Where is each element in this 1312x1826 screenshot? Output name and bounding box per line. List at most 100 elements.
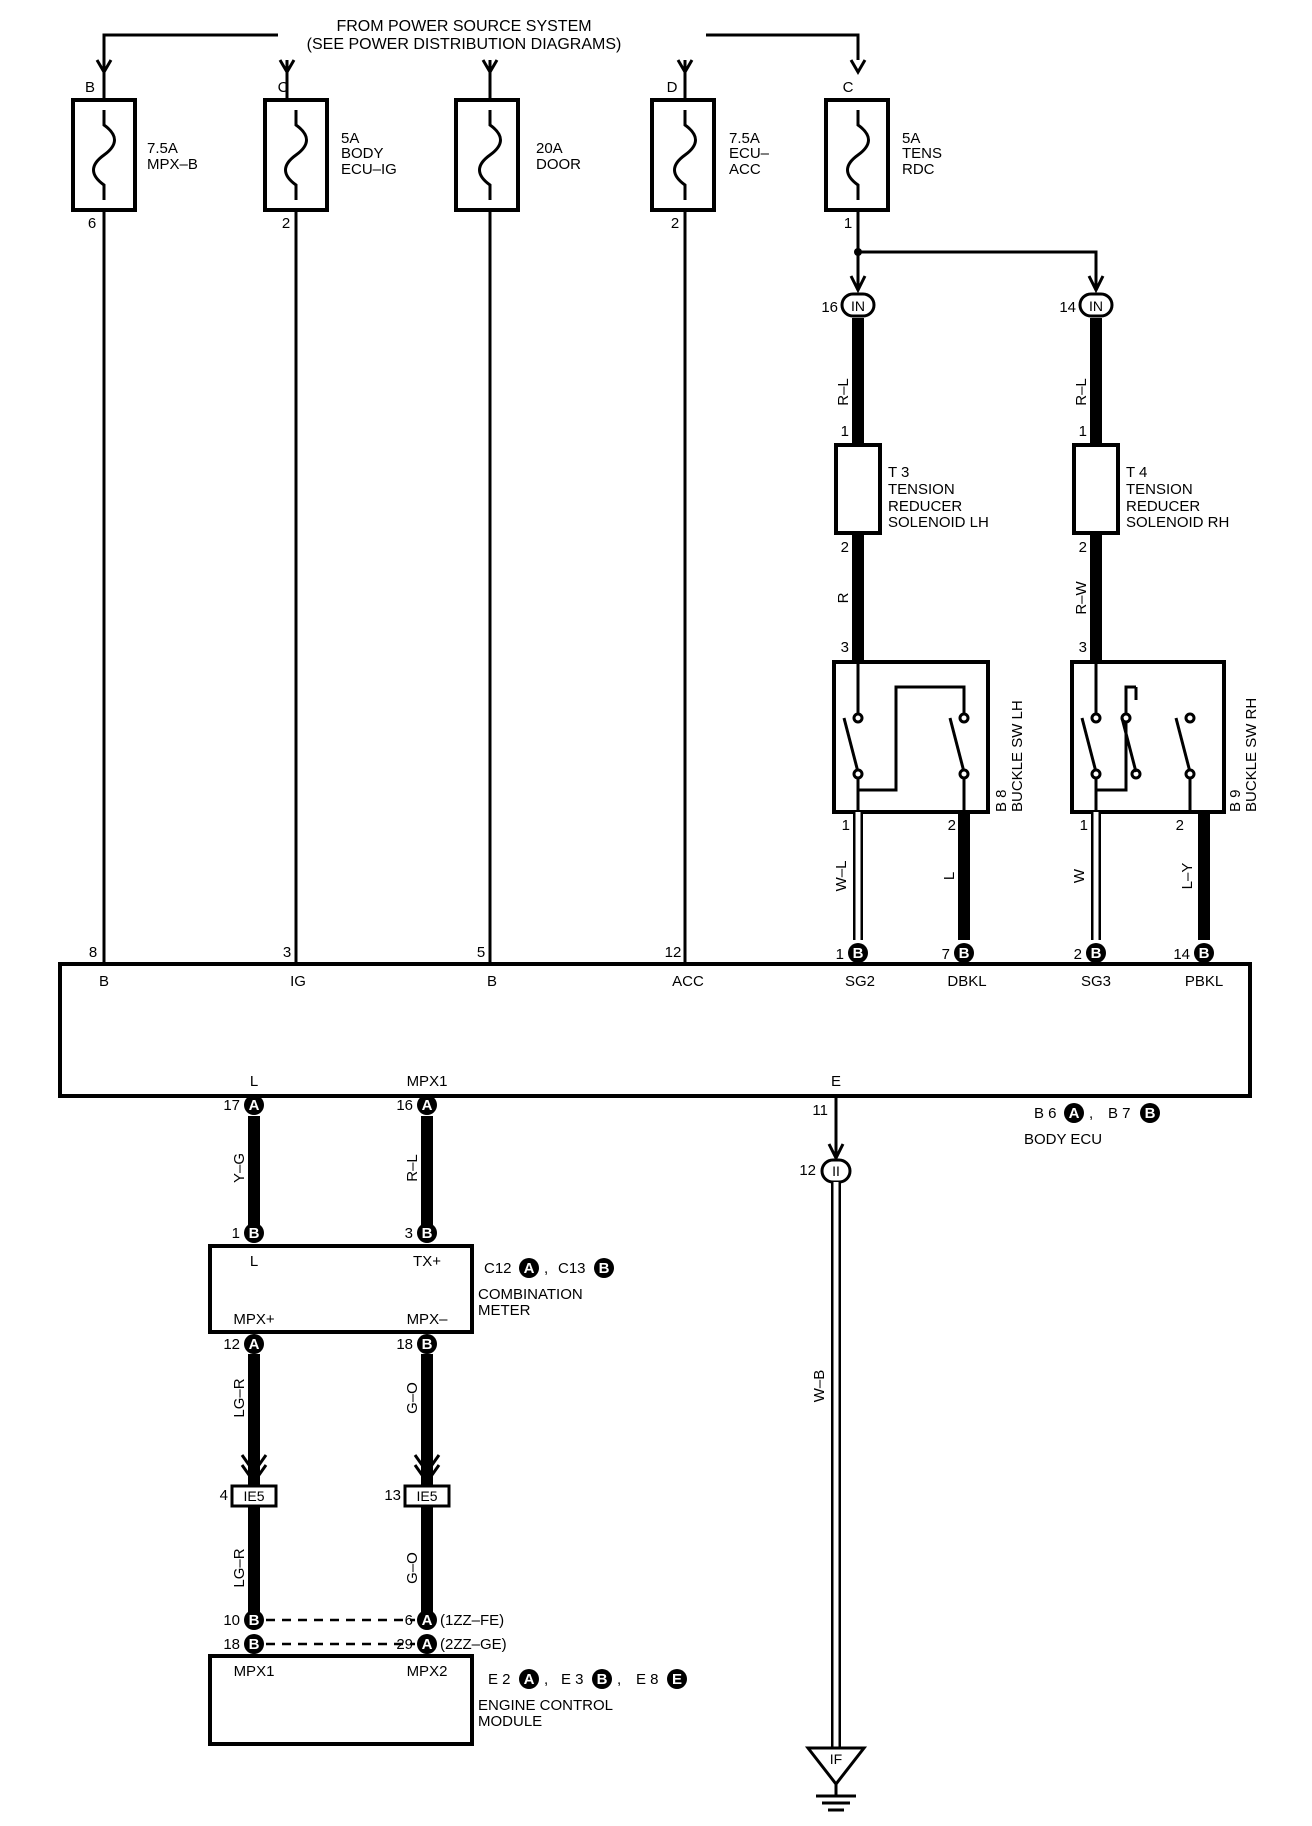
ground-path: 12 II W–B IF [799,1096,868,1812]
body-ecu: 8 B 3 IG 5 B 12 ACC 1 B SG2 7 B DBKL 2 B… [58,943,1252,1148]
ecm-reference: E 2 A , E 3 B , E 8 E ENGINE CONTROL MOD… [478,1669,687,1730]
meter-box [208,1244,474,1334]
tens-rdc-branch [849,210,1105,294]
connector-label: IE5 [243,1488,264,1504]
solenoid-pin-bottom: 2 [1079,539,1087,556]
connector-badge: A [249,1336,260,1353]
connector-badge: A [422,1612,433,1629]
fuse-name: TENS [902,145,942,162]
ecu-pin-label: ACC [672,973,704,990]
separator: , [544,1260,548,1277]
ref-code: C12 [484,1260,512,1277]
separator: , [617,1671,621,1688]
combination-meter: 1 B 3 B L TX+ MPX+ MPX– 12 A 18 B C12 A … [208,1223,614,1354]
component-name: BODY ECU [1024,1131,1102,1148]
solenoid-line2: REDUCER [888,498,962,515]
component-name-2: MODULE [478,1713,542,1730]
fuse-body-ecu-ig: C 2 5A BODY ECU–IG [263,60,397,232]
header-line1: FROM POWER SOURCE SYSTEM [336,18,591,35]
ecu-pin-label: MPX1 [407,1073,448,1090]
ecu-pin-label: B [487,973,497,990]
fuse-body [454,98,520,212]
connector-badge: B [959,945,970,962]
pin-number: 14 [1173,946,1190,963]
connector-badge: B [249,1636,260,1653]
solenoid-body [834,443,882,535]
separator: , [1089,1105,1093,1122]
connector-badge: A [249,1097,260,1114]
ecu-pin-label: IG [290,973,306,990]
wire-color-l: L [941,872,958,880]
wire-color-rl-rh: R–L [1073,378,1090,406]
wire-color-rw-rh: R–W [1073,580,1090,614]
ecm-pin-label: MPX2 [407,1663,448,1680]
pin-number: 1 [232,1225,240,1242]
meter-reference: C12 A , C13 B COMBINATION METER [478,1258,614,1319]
fuse-name-2: ACC [729,161,761,178]
fuse-icon [673,110,697,200]
connector-badge: B [597,1671,608,1688]
ecu-pin-pbkl: 14 B PBKL [1173,943,1223,990]
meter-pin-label: MPX– [407,1311,449,1328]
ground-label: IF [830,1751,842,1767]
header-line2: (SEE POWER DISTRIBUTION DIAGRAMS) [307,36,622,53]
wire-color-rl-mpx: R–L [404,1154,421,1182]
ecm-pin-29: 29 A (2ZZ–GE) [396,1634,507,1654]
connector-badge: B [1145,1105,1156,1122]
ecu-pin: 12 [665,944,682,961]
connector-pin: 16 [821,299,838,316]
ref-code: C13 [558,1260,586,1277]
buckle-pin-right: 2 [1176,817,1184,834]
meter-pin-l: 1 B [232,1223,264,1243]
connector-pin: 14 [1059,299,1076,316]
fuse-top-pin: D [667,79,678,96]
ecu-pin-l: 17 A [223,1095,264,1115]
pin-number: 1 [836,946,844,963]
wire-color-go-1: G–O [404,1382,421,1414]
feed-line-left [102,33,278,60]
ref-code: E 2 [488,1671,511,1688]
separator: , [544,1671,548,1688]
wire-color-yg: Y–G [231,1153,248,1183]
buckle-output-wires: W–L L W L–Y [833,812,1210,940]
wire-color-lgr-2: LG–R [231,1548,248,1587]
pin-number: 29 [396,1636,413,1653]
ecu-pin-label: L [250,1073,258,1090]
wire-color-wl: W–L [833,861,850,892]
pin-label: PBKL [1185,973,1223,990]
buckle-id: B 8 [993,789,1010,812]
connector-ii: 12 II [799,1158,852,1184]
ecu-pin-e: 11 [812,1102,828,1119]
pin-number: 3 [405,1225,413,1242]
buckle-switch-lh: 3 1 2 B 8 BUCKLE SW LH [832,639,1026,834]
solenoid-line2: REDUCER [1126,498,1200,515]
buckle-pin-top: 3 [841,639,849,656]
component-name-2: METER [478,1302,531,1319]
pin-number: 6 [405,1612,413,1629]
ecu-pin-label: E [831,1073,841,1090]
pin-number: 18 [223,1636,240,1653]
fuse-tens-rdc: C 1 5A TENS RDC [824,79,942,232]
solenoid-id: T 4 [1126,464,1147,481]
fuse-rating: 7.5A [147,140,178,157]
connector-pin: 4 [220,1487,228,1504]
pin-number: 10 [223,1612,240,1629]
power-source-header: FROM POWER SOURCE SYSTEM (SEE POWER DIST… [95,18,867,100]
solenoid-line1: TENSION [888,481,955,498]
switch-icon [842,662,970,812]
feed-arrows [95,59,867,75]
connector-label: IE5 [416,1488,437,1504]
ref-code: B 6 [1034,1105,1057,1122]
buckle-pin-top: 3 [1079,639,1087,656]
meter-pin-mpx-plus: 12 A [223,1334,264,1354]
ecu-pin-sg3: 2 B SG3 [1074,943,1111,990]
buckle-id: B 9 [1227,789,1244,812]
fuse-icon [846,110,870,200]
fuse-rating: 7.5A [729,130,760,147]
buckle-pin-left: 1 [1080,817,1088,834]
ref-code: E 8 [636,1671,659,1688]
meter-pin-label: TX+ [413,1253,441,1270]
connector-badge: B [1091,945,1102,962]
solenoid-lh: 1 2 T 3 TENSION REDUCER SOLENOID LH [834,423,989,556]
